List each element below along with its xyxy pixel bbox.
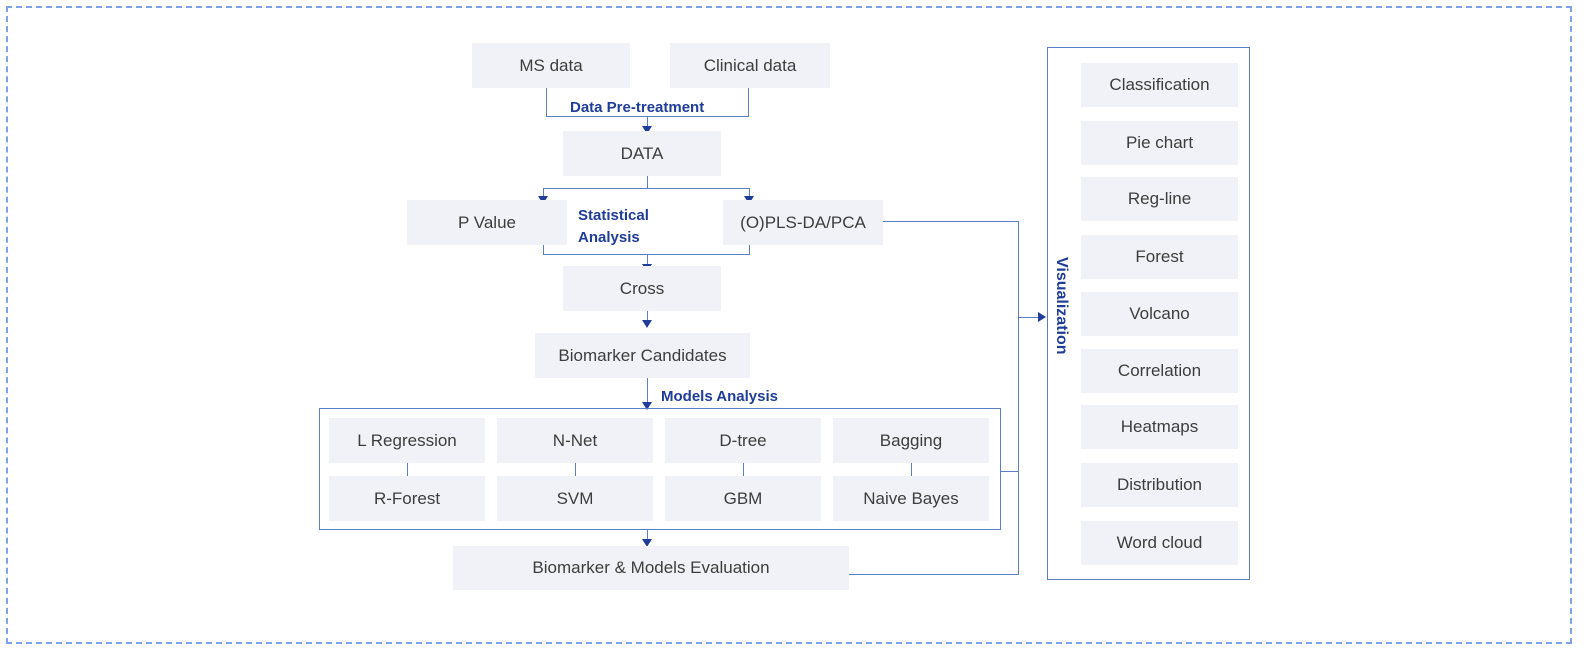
connector-model-col-1: [407, 463, 408, 476]
connector-clinical-down: [748, 88, 749, 116]
model-box-svm: SVM: [497, 476, 653, 521]
connector-pretreatment-stem: [647, 116, 648, 128]
label-statistical-analysis-line2: Analysis: [578, 228, 640, 246]
connector-models-to-evaluation: [647, 530, 648, 541]
vis-box-distribution: Distribution: [1081, 463, 1238, 507]
connector-model-col-2: [575, 463, 576, 476]
vis-box-reg-line: Reg-line: [1081, 177, 1238, 221]
model-box-bagging: Bagging: [833, 418, 989, 463]
node-data: DATA: [563, 131, 721, 176]
vis-box-classification: Classification: [1081, 63, 1238, 107]
label-models-analysis: Models Analysis: [661, 388, 778, 405]
connector-models-to-vis-bus: [1001, 471, 1019, 472]
connector-cross-merge-bus: [543, 254, 750, 255]
connector-cross-stem: [647, 254, 648, 266]
arrow-to-data: [642, 126, 652, 134]
model-box-naive-bayes: Naive Bayes: [833, 476, 989, 521]
connector-p-value-up: [543, 245, 544, 254]
connector-pls-to-vis-bus: [883, 221, 1019, 222]
connector-stat-left-drop: [543, 188, 544, 198]
visualization-caption: Visualization: [1053, 257, 1070, 355]
connector-cross-to-candidates: [647, 311, 648, 322]
connector-model-col-3: [743, 463, 744, 476]
model-box-l-regression: L Regression: [329, 418, 485, 463]
models-group-frame: [319, 408, 1001, 530]
vis-box-heatmaps: Heatmaps: [1081, 405, 1238, 449]
vis-box-volcano: Volcano: [1081, 292, 1238, 336]
node-biomarker-models-evaluation: Biomarker & Models Evaluation: [453, 546, 849, 590]
visualization-group-frame: [1047, 47, 1250, 580]
node-p-value: P Value: [407, 200, 567, 245]
connector-candidates-to-models: [647, 378, 648, 404]
arrow-to-biomarker-candidates: [642, 320, 652, 328]
model-box-d-tree: D-tree: [665, 418, 821, 463]
label-data-pretreatment: Data Pre-treatment: [570, 99, 705, 116]
connector-stat-split-bus: [543, 188, 750, 189]
connector-data-stem: [647, 176, 648, 188]
connector-pls-up: [749, 245, 750, 254]
connector-ms-down: [546, 88, 547, 116]
model-box-gbm: GBM: [665, 476, 821, 521]
vis-box-word-cloud: Word cloud: [1081, 521, 1238, 565]
node-cross: Cross: [563, 266, 721, 311]
connector-visualization-bus: [1018, 221, 1019, 574]
vis-box-forest: Forest: [1081, 235, 1238, 279]
node-ms-data: MS data: [472, 43, 630, 88]
node-biomarker-candidates: Biomarker Candidates: [535, 333, 750, 378]
label-statistical-analysis: Statistical Analysis: [578, 205, 649, 249]
connector-stat-right-drop: [749, 188, 750, 198]
model-box-r-forest: R-Forest: [329, 476, 485, 521]
node-clinical-data: Clinical data: [670, 43, 830, 88]
node-pls-da-pca: (O)PLS-DA/PCA: [723, 200, 883, 245]
arrow-to-visualization: [1038, 312, 1046, 322]
arrow-to-evaluation: [642, 539, 652, 547]
connector-bus-to-visualization: [1018, 317, 1040, 318]
connector-evaluation-to-vis-bus: [849, 574, 1019, 575]
arrow-to-models-group: [642, 402, 652, 410]
connector-model-col-4: [911, 463, 912, 476]
label-statistical-analysis-line1: Statistical: [578, 207, 649, 224]
vis-box-correlation: Correlation: [1081, 349, 1238, 393]
model-box-n-net: N-Net: [497, 418, 653, 463]
vis-box-pie-chart: Pie chart: [1081, 121, 1238, 165]
